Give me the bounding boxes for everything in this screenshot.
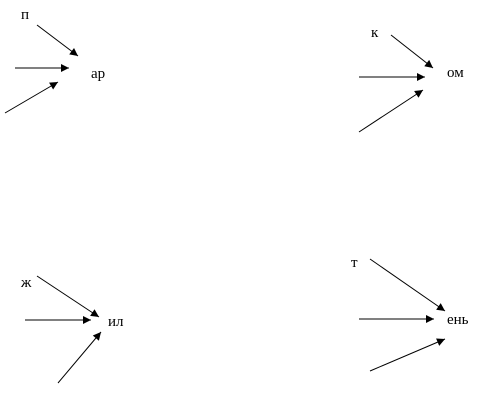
arrow-group1-lower (4, 81, 59, 114)
arrow-group1-upper (36, 24, 79, 57)
arrow-group2-upper (390, 34, 434, 69)
group3-prefix: ж (21, 275, 32, 291)
group4-prefix: т (351, 255, 358, 271)
group3-ending: ил (108, 314, 124, 330)
arrow-group3-lower (57, 331, 102, 384)
arrow-group2-lower (358, 89, 424, 133)
group2-ending: ом (447, 65, 464, 81)
arrow-group3-upper (36, 275, 100, 318)
group1-prefix: п (21, 7, 30, 23)
group4-ending: ень (447, 312, 469, 328)
group2-prefix: к (371, 25, 379, 41)
group1-ending: ар (91, 66, 106, 82)
arrow-group4-lower (369, 338, 446, 372)
arrow-group4-upper (369, 258, 446, 312)
